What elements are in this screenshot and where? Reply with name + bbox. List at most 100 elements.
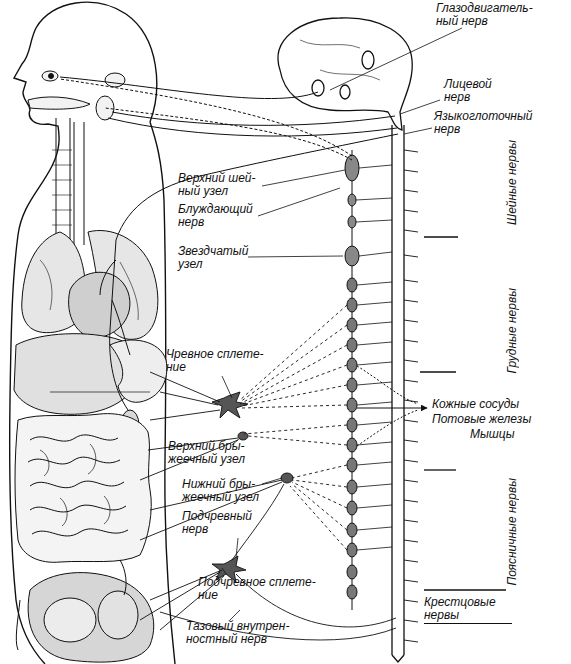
visceral-plexuses (140, 305, 396, 640)
pelvic-organs (16, 600, 20, 650)
head-organs (96, 96, 114, 120)
pelvic-organs (120, 560, 126, 595)
visceral-plexuses (240, 305, 347, 434)
brain-and-cord (278, 18, 412, 662)
sympathetic-chain (348, 216, 356, 228)
nerve-label: Тазовый внутрен- ностный нерв (186, 620, 294, 646)
sympathetic-chain (347, 298, 357, 312)
sympathetic-chain (347, 398, 357, 412)
sympathetic-chain (347, 418, 357, 432)
thorax-organs (69, 272, 130, 338)
sympathetic-chain (347, 458, 357, 472)
pelvic-organs (16, 560, 153, 662)
cranial-nerves (110, 134, 398, 410)
pelvic-organs (44, 598, 96, 642)
nerve-label: Верхний шей- ный узел (178, 172, 268, 198)
sympathetic-chain (347, 278, 357, 292)
nerve-label: Звездчатый узел (178, 245, 258, 271)
abdominal-organs (14, 334, 167, 563)
visceral-plexuses (140, 372, 282, 540)
brain-and-cord (392, 125, 404, 655)
sympathetic-chain (347, 501, 357, 515)
body-outline (10, 2, 175, 664)
nerve-label: Мышцы (470, 428, 550, 441)
leader-lines (404, 128, 432, 134)
nerve-label: Подчревное сплете- ние (198, 576, 318, 602)
brain-and-cord (300, 40, 380, 80)
visceral-plexuses (248, 436, 347, 550)
cranial-nerves (60, 77, 318, 99)
leader-lines (230, 610, 240, 620)
pelvic-organs (98, 591, 138, 639)
sympathetic-chain (347, 318, 357, 332)
leader-lines (262, 478, 282, 484)
nerve-label: Потовые железы (432, 413, 562, 426)
peripheral-arrow (357, 366, 418, 446)
sympathetic-chain (347, 585, 357, 599)
spinal-nerves (404, 150, 418, 642)
cranial-nerves (100, 260, 130, 355)
nerve-label: Шейные нервы (506, 140, 519, 225)
sympathetic-chain (347, 358, 357, 372)
leader-lines (248, 256, 343, 257)
thorax-organs (56, 118, 70, 240)
leader-lines (222, 568, 226, 574)
sympathetic-chain (348, 194, 356, 206)
group-bars (420, 371, 456, 372)
leader-lines (222, 376, 232, 398)
nerve-label: Языкоглоточный нерв (434, 110, 546, 136)
nerve-label: Верхний бры- жеечный узел (168, 440, 260, 466)
thorax-organs (40, 260, 138, 320)
cranial-nerves (105, 108, 352, 160)
brain-and-cord (362, 51, 374, 69)
sympathetic-chain (345, 246, 359, 266)
cranial-nerves (112, 112, 395, 125)
head-organs (105, 73, 125, 87)
nerve-label: Глазодвигатель- ный нерв (436, 2, 548, 28)
pelvic-organs (28, 573, 154, 663)
leader-lines (262, 170, 345, 186)
peripheral-arrow (357, 366, 427, 446)
group-bars (424, 589, 506, 590)
sympathetic-chain (347, 438, 357, 452)
head-organs (42, 71, 58, 81)
nerve-label: Лицевой нерв (444, 78, 504, 104)
brain-and-cord (340, 85, 350, 99)
head-organs (28, 97, 90, 109)
group-bars (424, 236, 458, 237)
leader-lines (258, 188, 340, 216)
sympathetic-chain (347, 543, 357, 557)
nerve-label: Блуждающий нерв (178, 203, 262, 229)
visceral-plexuses (281, 473, 293, 483)
nerve-label: Чревное сплете- ние (166, 348, 270, 374)
leader-lines (236, 538, 238, 558)
group-bars (424, 469, 456, 470)
cranial-nerves (60, 77, 398, 410)
peripheral-arrow (357, 408, 427, 409)
nerve-label: Грудные нервы (506, 288, 519, 373)
nerve-label: Нижний бры- жеечный узел (182, 478, 274, 504)
nerve-label: Подчревный нерв (182, 510, 258, 536)
leader-lines (330, 28, 462, 90)
abdominal-organs (50, 392, 150, 393)
sympathetic-chain (347, 523, 357, 537)
thorax-organs (22, 118, 158, 339)
spinal-nerves (404, 150, 418, 642)
brain-and-cord (392, 655, 404, 662)
cranial-nerves (60, 79, 352, 156)
sympathetic-chain (347, 378, 357, 392)
leader-lines (222, 28, 462, 620)
abdominal-organs (40, 444, 110, 526)
abdominal-organs (15, 414, 151, 563)
sympathetic-chain (345, 155, 359, 181)
thorax-organs (52, 150, 72, 225)
head-organs (49, 74, 54, 79)
nerve-label: Кожные сосуды (432, 398, 562, 411)
cranial-nerves (108, 118, 397, 136)
sympathetic-chain (347, 480, 357, 494)
sympathetic-chain (347, 338, 357, 352)
thorax-organs (74, 122, 84, 245)
nerve-label: Поясничные нервы (506, 478, 519, 586)
sympathetic-chain (347, 565, 357, 579)
